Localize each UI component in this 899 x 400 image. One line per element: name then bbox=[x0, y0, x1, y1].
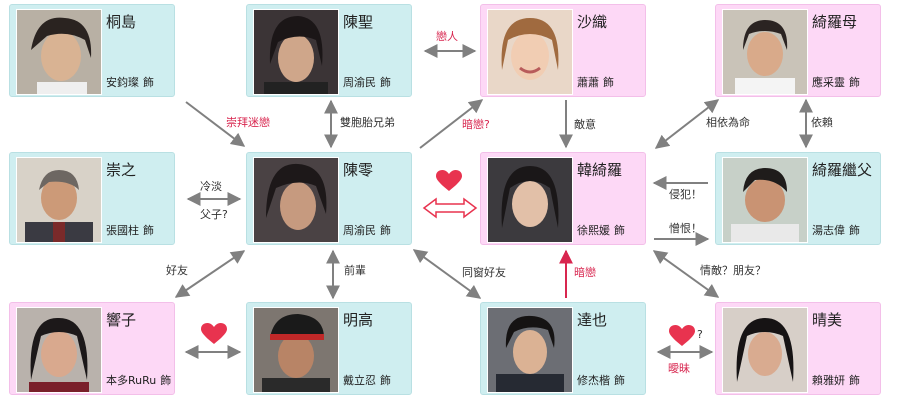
actor-name: 應采靈飾 bbox=[812, 76, 860, 89]
label-dependent: 相依為命 bbox=[706, 116, 750, 129]
actor-name: 張國柱飾 bbox=[106, 224, 154, 237]
role-name: 陳聖 bbox=[343, 13, 374, 31]
label-ambiguous: 曖昧 bbox=[668, 362, 690, 375]
portrait-icon bbox=[723, 10, 807, 94]
role-name: 桐島 bbox=[106, 13, 137, 31]
card-qiluomu: 綺羅母 應采靈飾 bbox=[715, 4, 881, 97]
card-shaori: 沙織 蕭蕭飾 bbox=[480, 4, 646, 97]
label-classmate-friend: 同窗好友 bbox=[462, 266, 506, 279]
arrow-rival-friend bbox=[652, 250, 720, 298]
photo-daye bbox=[487, 307, 573, 393]
actor-name: 安鈞璨飾 bbox=[106, 76, 154, 89]
label-question-mark: ? bbox=[697, 328, 703, 341]
role-name: 崇之 bbox=[106, 161, 137, 179]
label-secret-love: 暗戀 bbox=[574, 266, 596, 279]
actor-name: 湯志偉飾 bbox=[812, 224, 860, 237]
label-lovers: 戀人 bbox=[436, 30, 458, 43]
label-father-son-q: 父子? bbox=[200, 208, 228, 221]
label-hate: 憎恨！ bbox=[669, 222, 702, 235]
portrait-icon bbox=[17, 10, 101, 94]
photo-xiangzi bbox=[16, 307, 102, 393]
photo-kirishima bbox=[16, 9, 102, 95]
label-senior: 前輩 bbox=[344, 264, 366, 277]
actor-name: 賴雅妍飾 bbox=[812, 374, 860, 387]
photo-chensheng bbox=[253, 9, 339, 95]
role-name: 響子 bbox=[106, 311, 137, 329]
role-name: 綺羅母 bbox=[812, 13, 858, 31]
role-name: 晴美 bbox=[812, 311, 843, 329]
label-twins: 雙胞胎兄弟 bbox=[340, 116, 395, 129]
actor-name: 周渝民飾 bbox=[343, 76, 391, 89]
actor-name: 蕭蕭飾 bbox=[577, 76, 614, 89]
card-qiluojifu: 綺羅繼父 湯志偉飾 bbox=[715, 152, 881, 245]
label-admiration: 崇拜迷戀 bbox=[226, 116, 270, 129]
portrait-icon bbox=[254, 158, 338, 242]
actor-name: 徐熙媛飾 bbox=[577, 224, 625, 237]
photo-qingmei bbox=[722, 307, 808, 393]
actor-name: 周渝民飾 bbox=[343, 224, 391, 237]
photo-shaori bbox=[487, 9, 573, 95]
card-kirishima: 桐島 安鈞璨飾 bbox=[9, 4, 175, 97]
arrow-admiration bbox=[185, 101, 246, 147]
label-rival-friend: 情敵？朋友？ bbox=[700, 264, 766, 277]
portrait-icon bbox=[488, 308, 572, 392]
portrait-icon bbox=[723, 158, 807, 242]
role-name: 達也 bbox=[577, 311, 608, 329]
card-minggao: 明高 戴立忍飾 bbox=[246, 302, 412, 395]
role-name: 明高 bbox=[343, 311, 374, 329]
heart-icon bbox=[201, 323, 227, 344]
portrait-icon bbox=[488, 158, 572, 242]
portrait-icon bbox=[723, 308, 807, 392]
arrow-good-friend bbox=[174, 250, 246, 298]
portrait-icon bbox=[488, 10, 572, 94]
arrow-dependent bbox=[654, 99, 720, 149]
role-name: 綺羅繼父 bbox=[812, 161, 873, 179]
portrait-icon bbox=[254, 308, 338, 392]
card-daye: 達也 修杰楷飾 bbox=[480, 302, 646, 395]
label-hostility: 敵意 bbox=[574, 118, 596, 131]
card-chensheng: 陳聖 周渝民飾 bbox=[246, 4, 412, 97]
arrow-classmate-friend bbox=[412, 249, 482, 299]
photo-hanqiluo bbox=[487, 157, 573, 243]
actor-name: 修杰楷飾 bbox=[577, 374, 625, 387]
label-secret-love-q: 暗戀? bbox=[462, 118, 490, 131]
portrait-icon bbox=[17, 158, 101, 242]
label-reliance: 依賴 bbox=[811, 116, 833, 129]
photo-chongzhi bbox=[16, 157, 102, 243]
role-name: 沙織 bbox=[577, 13, 608, 31]
card-chongzhi: 崇之 張國柱飾 bbox=[9, 152, 175, 245]
photo-qiluomu bbox=[722, 9, 808, 95]
label-cold: 冷淡 bbox=[200, 180, 222, 193]
portrait-icon bbox=[17, 308, 101, 392]
heart-icon bbox=[669, 325, 695, 346]
actor-name: 戴立忍飾 bbox=[343, 374, 391, 387]
role-name: 陳零 bbox=[343, 161, 374, 179]
heart-icon bbox=[436, 170, 462, 191]
arrow-secret-love-q bbox=[419, 99, 484, 149]
role-name: 韓綺羅 bbox=[577, 161, 623, 179]
photo-chenling bbox=[253, 157, 339, 243]
label-violate: 侵犯！ bbox=[669, 188, 702, 201]
photo-qiluojifu bbox=[722, 157, 808, 243]
romance-double-arrow-icon bbox=[422, 197, 478, 219]
photo-minggao bbox=[253, 307, 339, 393]
card-qingmei: 晴美 賴雅妍飾 bbox=[715, 302, 881, 395]
card-hanqiluo: 韓綺羅 徐熙媛飾 bbox=[480, 152, 646, 245]
portrait-icon bbox=[254, 10, 338, 94]
label-good-friend: 好友 bbox=[166, 264, 188, 277]
card-chenling: 陳零 周渝民飾 bbox=[246, 152, 412, 245]
